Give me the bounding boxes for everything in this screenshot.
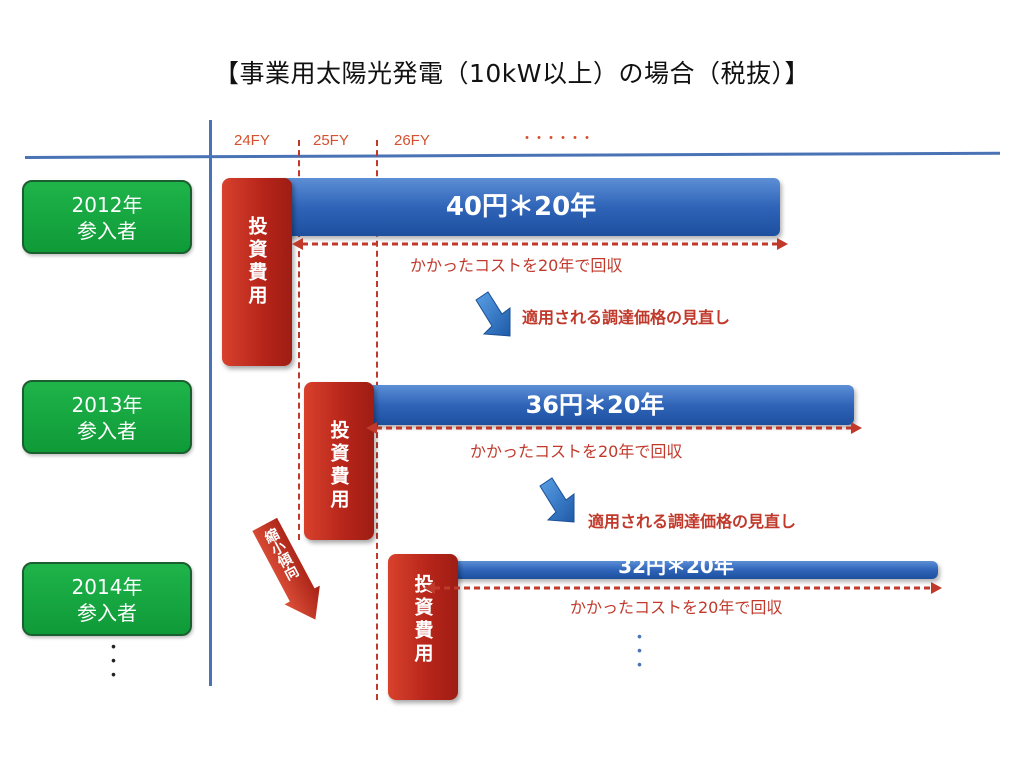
- tariff-bar-2013: 36円＊20年: [336, 385, 854, 425]
- cohort-label: 参入者: [77, 419, 137, 443]
- recovery-arrow-2013: [366, 422, 862, 434]
- cohort-label-2012: 2012年 参入者: [22, 180, 192, 254]
- tariff-bar-label: 40円＊20年: [445, 192, 597, 222]
- cohort-year: 2012年: [71, 193, 143, 217]
- horizontal-axis-line: [24, 151, 1000, 159]
- continuation-dots: ･･･: [634, 626, 646, 679]
- cohort-label-2014: 2014年 参入者: [22, 562, 192, 636]
- tariff-bar-2014: 32円＊20年: [414, 556, 938, 579]
- shrink-trend-arrow: 縮小傾向: [247, 515, 333, 629]
- recovery-arrow-2014: [424, 582, 942, 594]
- fy-label-24: 24FY: [234, 132, 270, 149]
- investment-block-2013: 投資費用: [304, 382, 374, 540]
- investment-block-2014: 投資費用: [388, 554, 458, 700]
- recovery-label-2012: かかったコストを20年で回収: [410, 256, 623, 275]
- investment-label: 投資費用: [327, 420, 350, 512]
- fy-label-25: 25FY: [313, 132, 349, 149]
- investment-block-2012: 投資費用: [222, 178, 292, 366]
- vertical-axis-line: [209, 120, 212, 686]
- fy-ellipsis: ・・・・・・: [520, 130, 594, 146]
- tariff-bar-2012: 40円＊20年: [262, 178, 780, 236]
- tariff-bar-label: 32円＊20年: [618, 554, 734, 578]
- cohort-year: 2013年: [71, 393, 143, 417]
- revision-note-2: 適用される調達価格の見直し: [588, 512, 797, 531]
- revision-arrow-2: [539, 477, 575, 523]
- recovery-arrow-2012: [292, 238, 788, 250]
- cohort-label-2013: 2013年 参入者: [22, 380, 192, 454]
- revision-arrow-1: [475, 291, 511, 337]
- shrink-arrow-shape: [252, 517, 320, 620]
- revision-note-1: 適用される調達価格の見直し: [522, 308, 731, 327]
- cohort-label: 参入者: [77, 219, 137, 243]
- recovery-label-2013: かかったコストを20年で回収: [470, 442, 683, 461]
- cohort-label: 参入者: [77, 601, 137, 625]
- cohort-year: 2014年: [71, 575, 143, 599]
- fy-boundary-25: [298, 140, 300, 540]
- fy-label-26: 26FY: [394, 132, 430, 149]
- recovery-label-2014: かかったコストを20年で回収: [570, 598, 783, 617]
- page-title: 【事業用太陽光発電（10kW以上）の場合（税抜）】: [213, 59, 810, 88]
- tariff-bar-label: 36円＊20年: [525, 391, 665, 419]
- investment-label: 投資費用: [245, 216, 268, 308]
- investment-label: 投資費用: [411, 574, 434, 666]
- more-cohorts-dots: ･･･: [108, 636, 120, 689]
